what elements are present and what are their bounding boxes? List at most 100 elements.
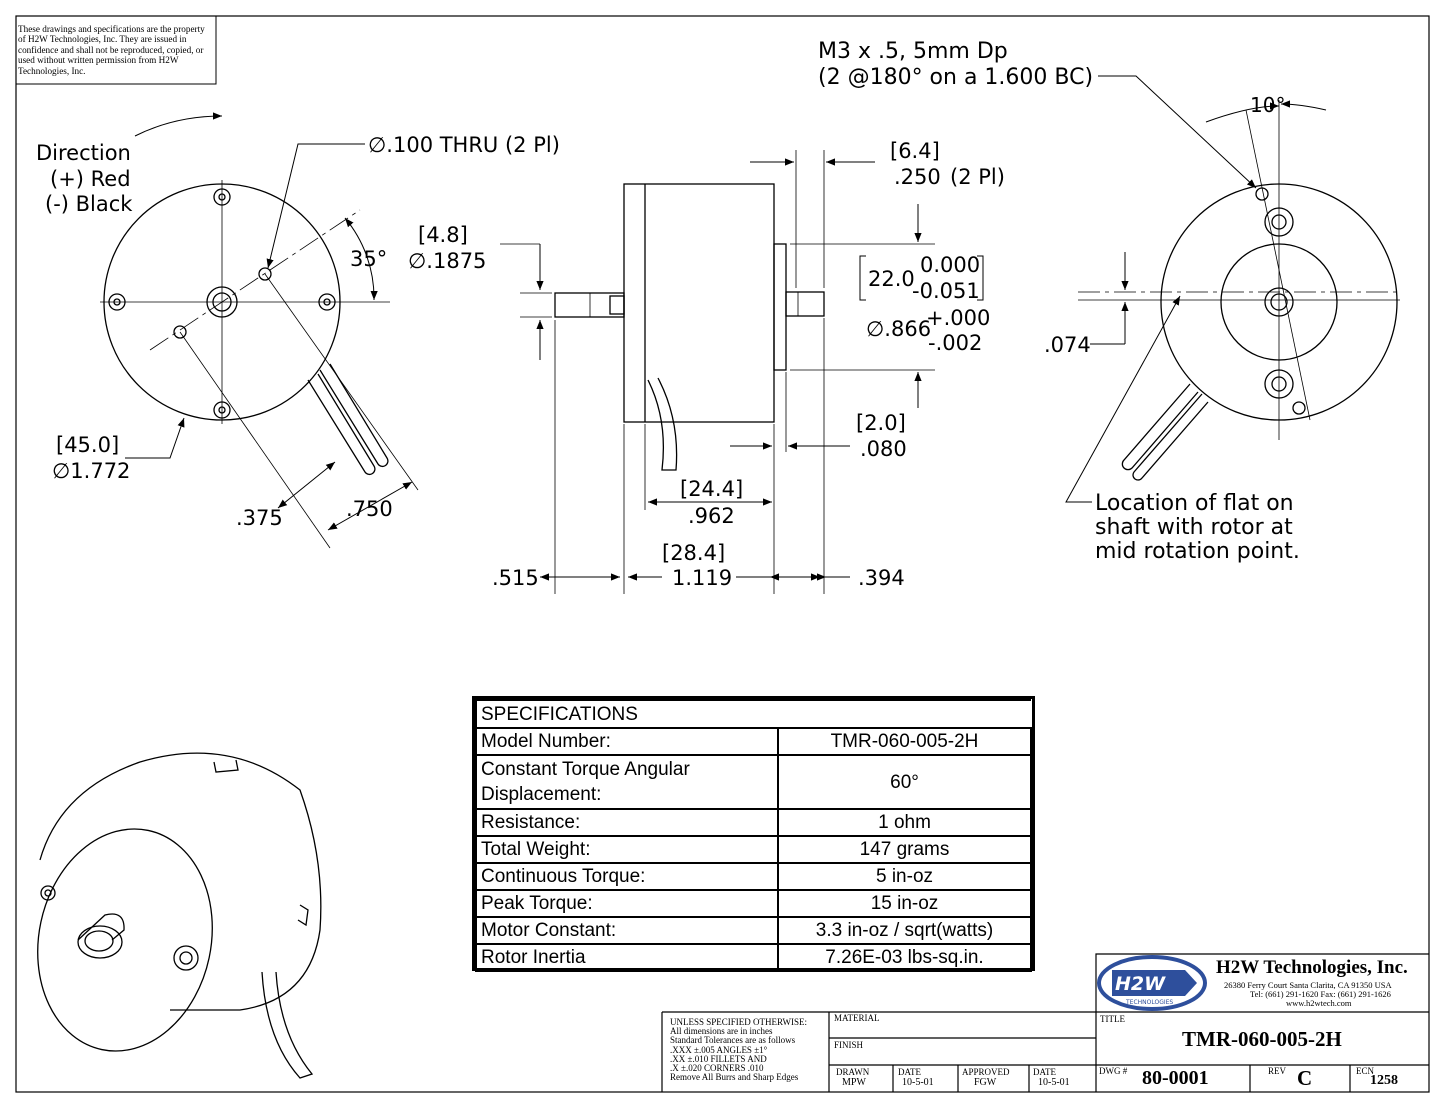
spec-value: 147 grams <box>777 835 1032 864</box>
company-address: 26380 Ferry Court Santa Clarita, CA 9135… <box>1224 980 1392 990</box>
logo-text: H2W <box>1115 973 1166 995</box>
drawn-label: DRAWN <box>836 1067 870 1077</box>
drawn-by: MPW <box>842 1077 866 1088</box>
specifications-table: SPECIFICATIONS Model Number: TMR-060-005… <box>472 696 1035 972</box>
table-row: Resistance: 1 ohm <box>475 808 1032 837</box>
title-label: TITLE <box>1100 1014 1125 1024</box>
spec-value: 60° <box>777 754 1032 810</box>
approved-label: APPROVED <box>962 1067 1010 1077</box>
overall-dim: 1.119 <box>672 566 732 590</box>
spec-label: Peak Torque: <box>475 889 779 918</box>
table-row: Peak Torque: 15 in-oz <box>475 889 1032 918</box>
spec-value: 15 in-oz <box>777 889 1032 918</box>
hub-metric: 22.0 <box>868 267 915 291</box>
dim-750: .750 <box>346 497 393 521</box>
thread-bolt-circle: (2 @180° on a 1.600 BC) <box>818 65 1093 90</box>
dwg-label: DWG # <box>1099 1066 1128 1076</box>
hub-length: .394 <box>858 566 905 590</box>
notice-box <box>15 15 217 85</box>
spec-label: Total Weight: <box>475 835 779 864</box>
spec-label: Continuous Torque: <box>475 862 779 891</box>
step-metric: [2.0] <box>856 411 906 435</box>
spec-label: Resistance: <box>475 808 779 837</box>
body-dim: .962 <box>688 504 735 528</box>
diameter-inch: ∅1.772 <box>52 459 130 483</box>
table-row: Continuous Torque: 5 in-oz <box>475 862 1032 891</box>
h2w-logo: H2W TECHNOLOGIES <box>1097 955 1207 1011</box>
hub-tol-lower: -0.051 <box>912 279 980 303</box>
approved-by: FGW <box>974 1077 997 1088</box>
flat-offset: .074 <box>1044 333 1091 357</box>
table-row: Constant Torque Angular Displacement: 60… <box>475 754 1032 810</box>
material-label: MATERIAL <box>834 1013 880 1023</box>
tolerance-line: UNLESS SPECIFIED OTHERWISE: <box>670 1017 808 1027</box>
spec-value: TMR-060-005-2H <box>777 727 1032 756</box>
spec-value: 5 in-oz <box>777 862 1032 891</box>
company-name: H2W Technologies, Inc. <box>1216 957 1408 978</box>
title-block-frame <box>661 953 1429 1092</box>
logo-subtext: TECHNOLOGIES <box>1125 999 1173 1006</box>
rear-view <box>1065 75 1400 503</box>
overall-metric: [28.4] <box>662 541 725 565</box>
spec-label: Constant Torque Angular Displacement: <box>475 754 779 810</box>
spec-label: Motor Constant: <box>475 916 779 945</box>
diameter-metric: [45.0] <box>56 433 119 457</box>
step-dim: .080 <box>860 437 907 461</box>
front-view <box>100 112 419 549</box>
hub-diameter: ∅.866 <box>866 317 931 341</box>
direction-red: (+) Red <box>50 167 131 191</box>
spec-value: 7.26E-03 lbs-sq.in. <box>777 943 1032 972</box>
spec-header-row: SPECIFICATIONS <box>475 699 1031 729</box>
front-view-labels: Direction (+) Red (-) Black ∅.100 THRU (… <box>36 133 560 530</box>
thread-callout: M3 x .5, 5mm Dp <box>818 39 1008 64</box>
table-row: Rotor Inertia 7.26E-03 lbs-sq.in. <box>475 943 1032 972</box>
spec-label: Rotor Inertia <box>475 943 779 972</box>
table-row: Model Number: TMR-060-005-2H <box>475 727 1032 756</box>
flat-note-3: mid rotation point. <box>1095 539 1300 564</box>
tolerance-line: .X ±.020 CORNERS .010 <box>670 1063 764 1074</box>
table-row: Motor Constant: 3.3 in-oz / sqrt(watts) <box>475 916 1032 945</box>
top-note: (2 Pl) <box>950 165 1005 189</box>
company-website: www.h2wtech.com <box>1286 998 1352 1008</box>
tolerance-line: Standard Tolerances are as follows <box>670 1035 796 1046</box>
angle-10: 10° <box>1250 93 1285 117</box>
drawn-date: 10-5-01 <box>902 1077 934 1088</box>
body-metric: [24.4] <box>680 477 743 501</box>
date-label: DATE <box>1033 1067 1056 1077</box>
sheet-border <box>15 15 1430 1093</box>
hub-dia-lower: -.002 <box>928 331 982 355</box>
shaft-length: .515 <box>492 566 539 590</box>
top-metric: [6.4] <box>890 139 940 163</box>
shaft-metric: [4.8] <box>418 223 468 247</box>
tolerance-line: .XXX ±.005 ANGLES ±1° <box>670 1044 768 1055</box>
hub-tol-upper: 0.000 <box>920 253 980 277</box>
ecn-number: 1258 <box>1370 1073 1398 1088</box>
side-view <box>500 150 984 594</box>
tolerance-line: All dimensions are in inches <box>670 1026 773 1037</box>
drawing-title: TMR-060-005-2H <box>1182 1027 1342 1051</box>
direction-black: (-) Black <box>45 192 133 216</box>
tolerance-line: Remove All Burrs and Sharp Edges <box>670 1072 799 1083</box>
approved-date: 10-5-01 <box>1038 1077 1070 1088</box>
top-dim: .250 <box>894 165 941 189</box>
spec-value: 1 ohm <box>777 808 1032 837</box>
rear-view-labels: M3 x .5, 5mm Dp (2 @180° on a 1.600 BC) … <box>818 39 1300 564</box>
flat-note-1: Location of flat on <box>1095 491 1294 516</box>
date-label: DATE <box>898 1067 921 1077</box>
hub-dia-upper: +.000 <box>926 306 990 330</box>
direction-label: Direction <box>36 141 131 165</box>
company-phone: Tel: (661) 291-1620 Fax: (661) 291-1626 <box>1250 989 1391 999</box>
drawing-number: 80-0001 <box>1142 1067 1209 1089</box>
tolerance-line: .XX ±.010 FILLETS AND <box>670 1053 767 1064</box>
revision: C <box>1297 1066 1313 1090</box>
spec-value: 3.3 in-oz / sqrt(watts) <box>777 916 1032 945</box>
angle-35: 35° <box>350 247 387 271</box>
spec-label: Model Number: <box>475 727 779 756</box>
ecn-label: ECN <box>1356 1066 1374 1076</box>
hole-callout: ∅.100 THRU (2 Pl) <box>368 133 560 157</box>
flat-note-2: shaft with rotor at <box>1095 515 1293 540</box>
confidentiality-notice: These drawings and specifications are th… <box>18 24 205 76</box>
spec-title: SPECIFICATIONS <box>475 699 778 729</box>
